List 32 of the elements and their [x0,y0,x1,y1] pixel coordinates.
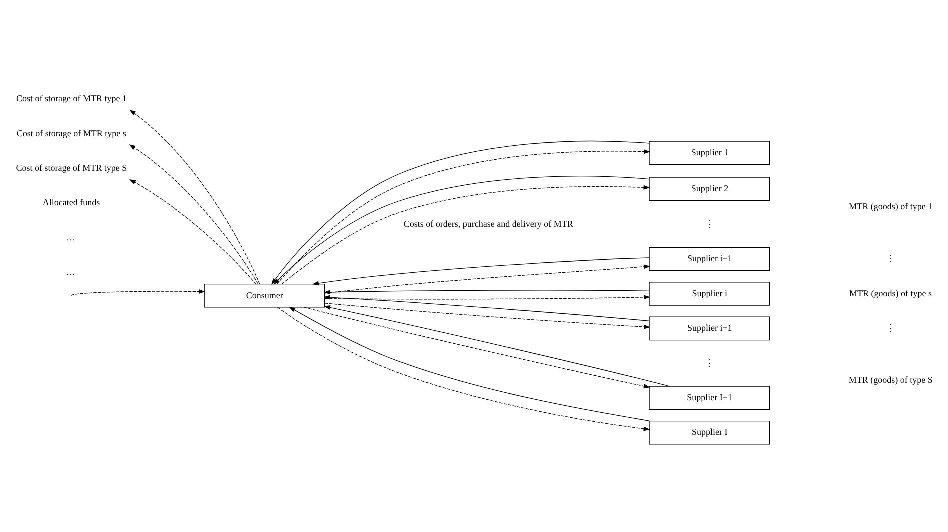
node-text: Cost of storage of MTR type s [16,128,126,138]
arrow [130,180,256,285]
node-box: Consumer [204,284,326,308]
label: ⋮ [886,254,895,264]
node-box: Supplier I−1 [649,386,770,410]
node-box: Supplier i−1 [649,247,770,272]
label: MTR (goods) of type 1 [849,202,933,212]
arrow [324,303,650,330]
node-box: Supplier I [649,420,770,445]
arrow [71,290,206,296]
arrow [324,295,650,300]
node-box: Supplier 2 [649,177,770,202]
label: Costs of orders, purchase and delivery of MTR [404,218,574,229]
label: … [66,267,76,278]
label: MTR (goods) of type S [848,375,933,386]
node-text: Cost of storage of MTR type S [16,162,128,173]
node-box: Supplier 1 [649,141,770,166]
node-box: Supplier i [649,282,770,306]
label: ⋮ [886,323,895,334]
arrow [324,290,650,295]
arrow [312,258,650,286]
label: ⋮ [705,358,714,368]
arrow [130,110,260,285]
label: ⋮ [705,218,714,229]
arrow [324,264,650,294]
node-box: Supplier i+1 [649,316,770,341]
label: MTR (goods) of type s [850,288,932,298]
label: … [66,232,76,242]
arrow [129,144,259,285]
arrow [324,295,650,322]
node-text: Cost of storage of MTR type 1 [16,94,128,104]
label: Allocated funds [42,198,100,208]
